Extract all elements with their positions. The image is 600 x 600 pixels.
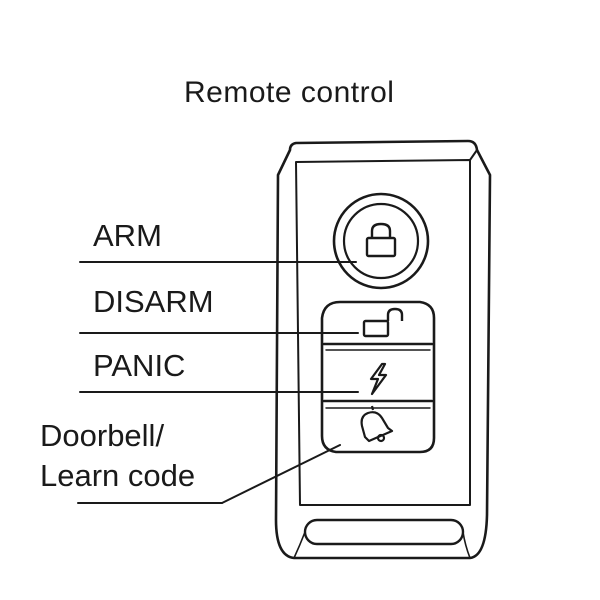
doorbell-leader-line [221,444,341,504]
remote-side-left [277,149,291,176]
lanyard-slot [303,518,465,546]
arm-button-outer [332,192,430,290]
diagram-title: Remote control [184,76,395,109]
padlock-closed-icon [365,222,397,258]
arm-button-inner [342,202,420,280]
doorbell-label-line1: Doorbell/ [40,418,165,453]
doorbell-label-line2: Learn code [40,458,196,493]
remote-body-inner [295,159,471,506]
lightning-bolt-icon [369,362,388,396]
panic-label: PANIC [93,348,186,383]
disarm-label: DISARM [93,284,214,319]
padlock-open-icon [362,307,404,338]
bell-icon [360,405,394,443]
remote-body-outer [274,139,492,560]
remote-side-right [469,149,478,161]
button-block [320,300,436,454]
arm-label: ARM [93,218,162,253]
